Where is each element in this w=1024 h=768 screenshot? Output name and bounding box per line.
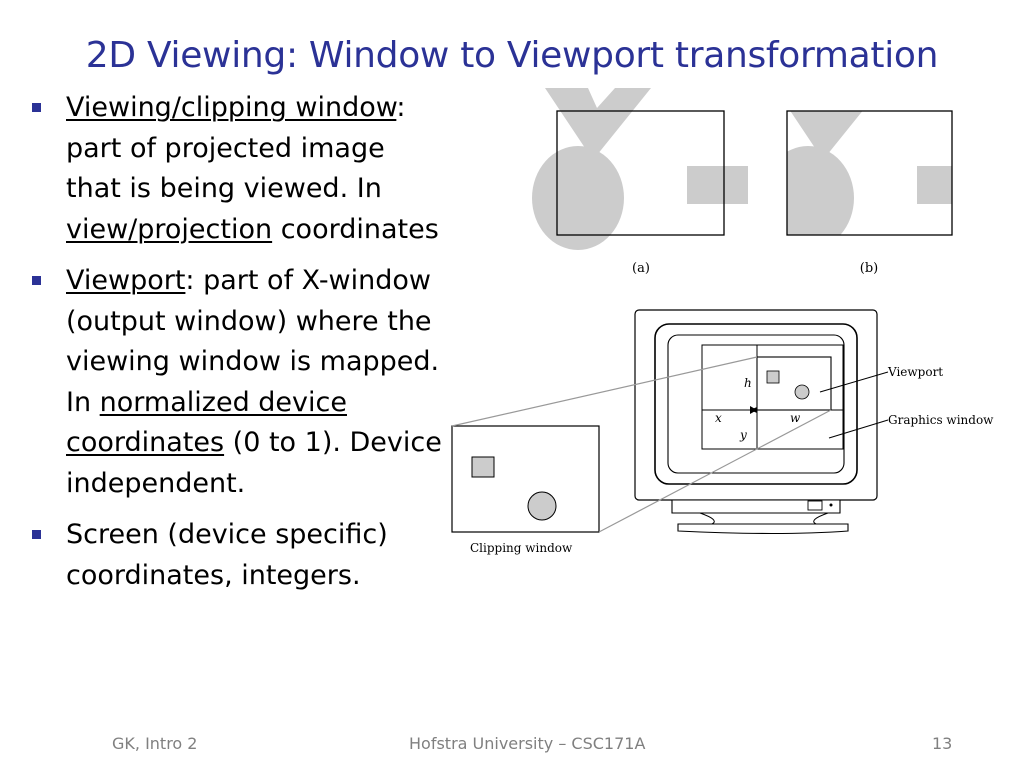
clipping-window-label: Clipping window — [470, 541, 573, 555]
underlined-term: view/projection — [66, 213, 273, 245]
arrow-origin-icon — [750, 406, 757, 414]
bullet-text-run: (0 to 1). Device independent. — [66, 427, 442, 499]
bullet-text: Viewport: part of X-window (output windo… — [66, 265, 442, 499]
viewport-square-shape — [766, 370, 780, 384]
viewport-callout-line — [819, 371, 889, 393]
power-button-icon — [807, 500, 823, 511]
square-shape-a — [687, 166, 748, 204]
figure-a: (a) — [532, 88, 748, 276]
bullet-item: Viewport: part of X-window (output windo… — [28, 261, 448, 504]
clip-square-shape — [471, 456, 495, 478]
square-shape-b — [917, 166, 952, 204]
projection-line-bottom — [598, 409, 832, 533]
underlined-term: Viewing/clipping window — [66, 92, 397, 123]
clipping-window-figure: Clipping window — [451, 425, 600, 555]
bullet-square-icon — [32, 276, 41, 285]
circle-shape-a — [532, 146, 624, 250]
monitor-base-top — [671, 499, 841, 514]
graphics-window-label: Graphics window — [888, 413, 994, 427]
viewport-label: Viewport — [887, 365, 943, 379]
viewport-rect — [756, 356, 832, 411]
window-rect-a — [556, 110, 725, 236]
label-w: w — [790, 411, 801, 425]
window-rect-b — [786, 110, 953, 236]
clipping-window-rect — [451, 425, 600, 533]
bullet-square-icon — [32, 103, 41, 112]
viewport-circle-shape — [794, 384, 810, 400]
bullet-item: Screen (device specific) coordinates, in… — [28, 515, 448, 596]
footer-university: Hofstra University – CSC171A — [409, 734, 646, 753]
underlined-term: Viewport — [66, 265, 186, 296]
bullet-text: Viewing/clipping window: part of project… — [66, 92, 439, 245]
triangle-shape-a — [545, 88, 651, 160]
bullet-text-run: coordinates — [272, 213, 439, 245]
bullet-text: Screen (device specific) coordinates, in… — [66, 519, 388, 591]
monitor-figure: h x w y — [634, 309, 878, 535]
label-a: (a) — [632, 261, 650, 276]
bullet-list: Viewing/clipping window: part of project… — [28, 88, 448, 607]
triangle-shape-b — [790, 111, 863, 160]
label-h: h — [744, 376, 752, 390]
label-x: x — [715, 411, 722, 425]
slide-title: 2D Viewing: Window to Viewport transform… — [85, 35, 939, 76]
label-b: (b) — [860, 261, 878, 276]
monitor-foot — [677, 523, 849, 535]
footer-course: GK, Intro 2 — [112, 734, 198, 753]
circle-shape-b — [787, 146, 854, 235]
projection-line-top — [451, 356, 758, 427]
bullet-text-run: Screen (device specific) coordinates, in… — [66, 519, 388, 591]
figure-b: (b) — [786, 110, 953, 276]
graphics-window-callout-line — [828, 419, 889, 439]
bullet-square-icon — [32, 530, 41, 539]
monitor-neck — [699, 512, 829, 525]
page-number: 13 — [932, 734, 953, 753]
underlined-term: normalized device coordinates — [66, 386, 347, 459]
bullet-text-run: : part of projected image that is being … — [66, 92, 406, 204]
bullet-text-run: : part of X-window (output window) where… — [66, 265, 440, 418]
label-y: y — [739, 428, 747, 442]
power-led-icon — [829, 503, 833, 507]
clip-circle-shape — [527, 491, 557, 521]
bullet-item: Viewing/clipping window: part of project… — [28, 88, 448, 250]
